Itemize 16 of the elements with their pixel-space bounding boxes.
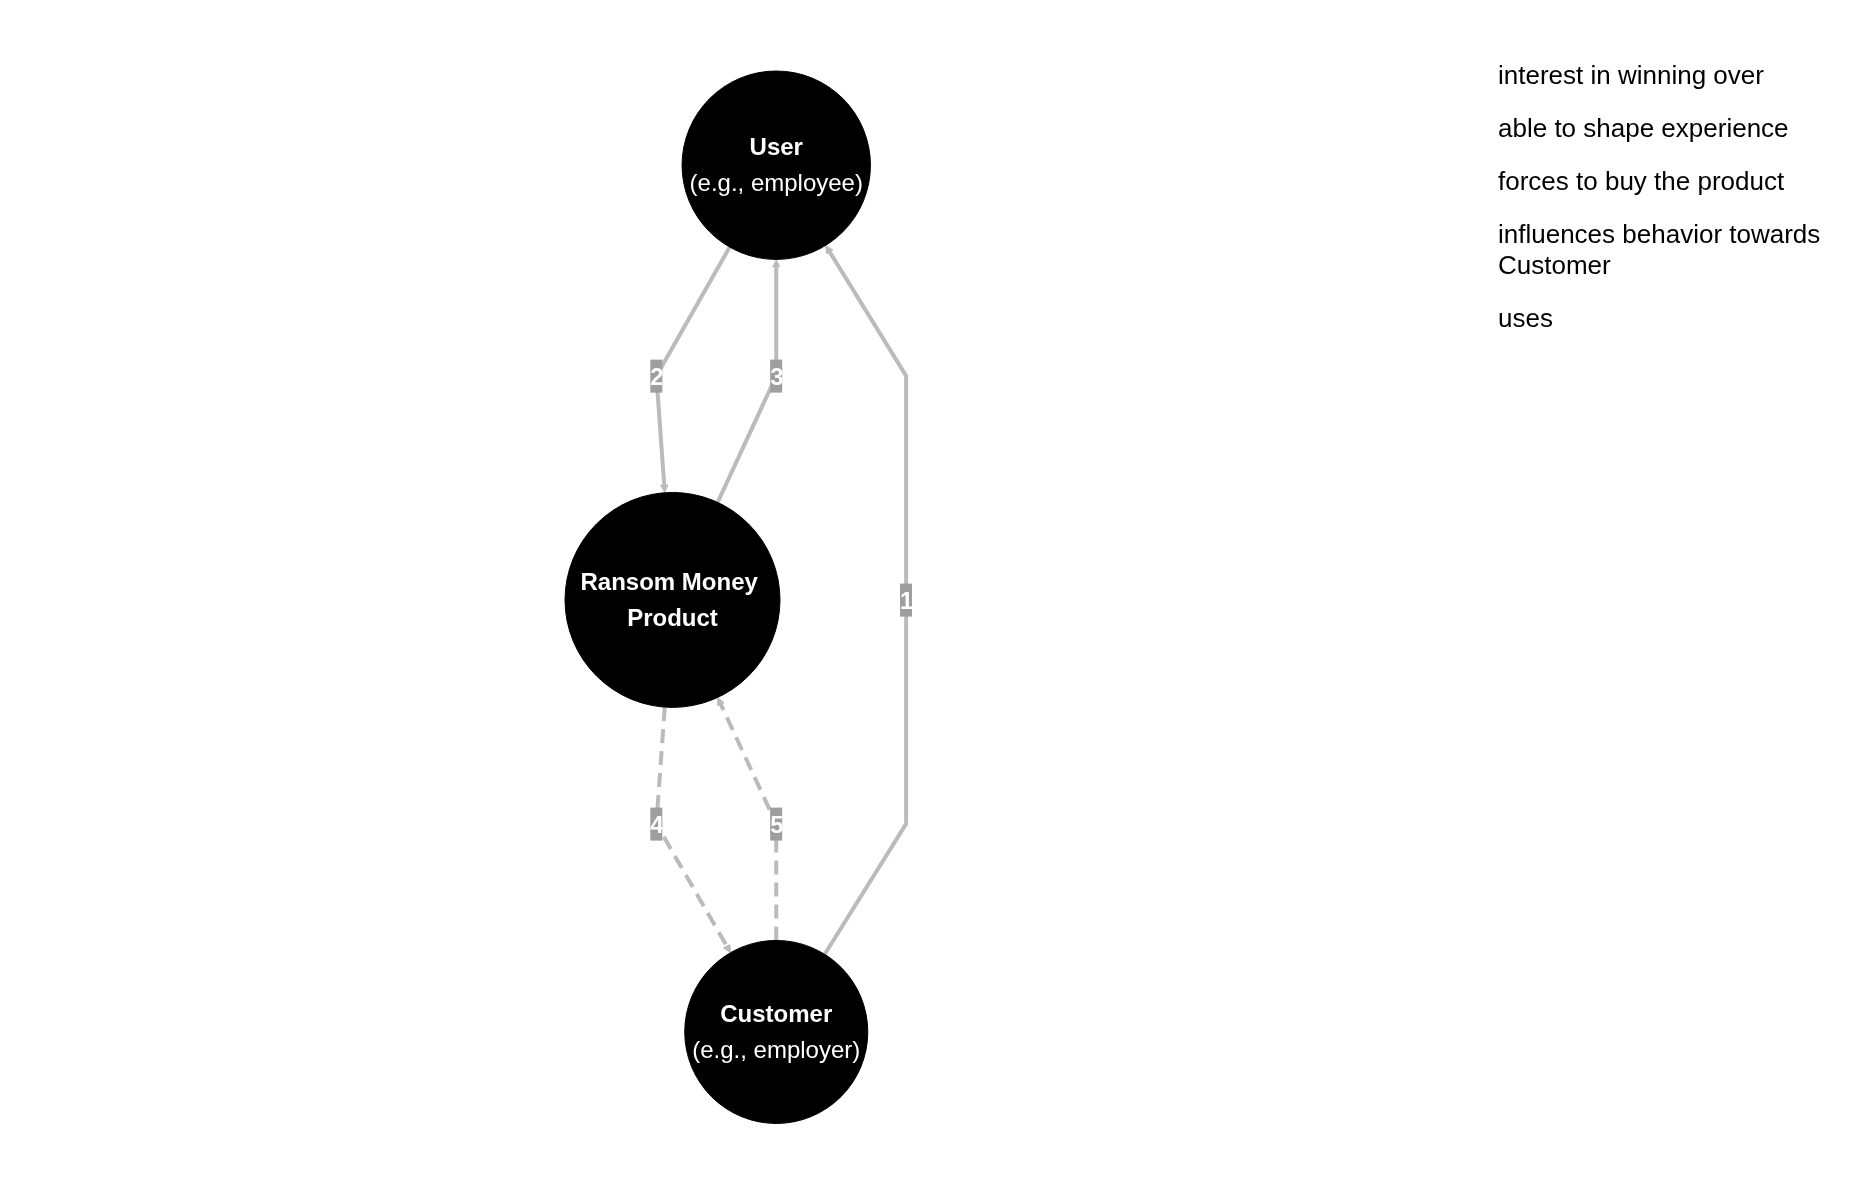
edge-label: 1 [900,587,914,615]
edge-label: 5 [770,811,784,839]
annotation-text: forces to buy the product [1498,166,1786,197]
arrow [823,244,909,956]
node-circle: User (e.g., employee) [681,70,872,260]
annotation-text: interest in winning over [1498,60,1765,91]
arrow [654,245,732,493]
annotation-text: uses [1498,303,1554,334]
annotation-text: able to shape experience [1498,113,1790,144]
edge-label: 3 [770,363,784,391]
arrow [654,706,732,953]
arrow [716,258,782,503]
annotation-text: influences behavior towards Customer [1498,219,1822,281]
node-circle: Ransom Money Product [564,491,781,708]
node-circle: Customer (e.g., employer) [684,939,869,1124]
arrow [717,696,779,941]
